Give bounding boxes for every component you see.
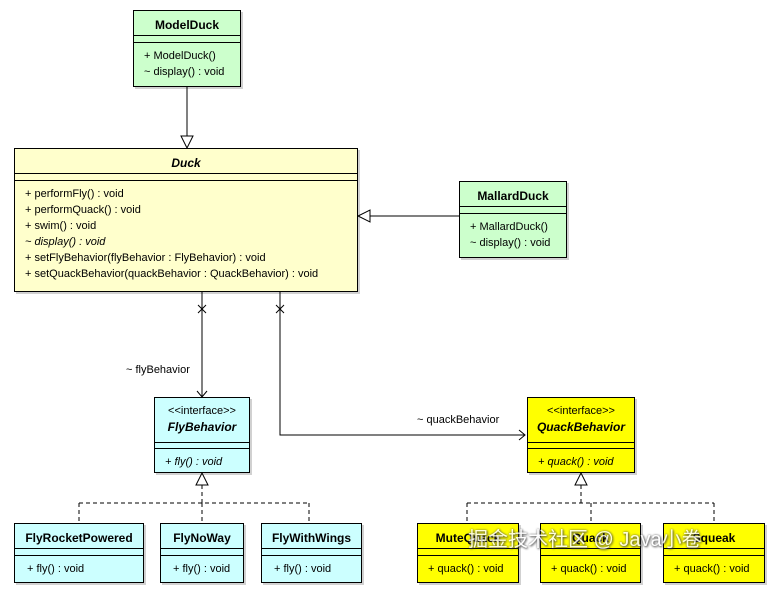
quack-class[interactable]: Quack + quack() : void (540, 523, 641, 583)
modelduck-class[interactable]: ModelDuck + ModelDuck() ~ display() : vo… (133, 10, 241, 87)
flybehavior-interface-name: FlyBehavior (167, 420, 237, 434)
operation: + quack() : void (428, 563, 504, 575)
flywithwings-class-name: FlyWithWings (271, 531, 352, 545)
operation: + swim() : void (25, 220, 97, 232)
interface-stereotype: <<interface>> (168, 405, 236, 417)
flybehavior-interface[interactable]: <<interface>> FlyBehavior + fly() : void (154, 397, 250, 473)
duck-class-name: Duck (171, 156, 201, 170)
flybehavior-realization-arrowhead (195, 471, 209, 486)
mutequack-class[interactable]: MuteQuack + quack() : void (417, 523, 519, 583)
operation: + fly() : void (173, 563, 231, 575)
mutequack-class-name: MuteQuack (435, 531, 501, 545)
operation: + ModelDuck() (144, 50, 216, 62)
quack-class-name: Quack (572, 531, 609, 545)
modelduck-class-name: ModelDuck (154, 18, 219, 32)
flynoway-class[interactable]: FlyNoWay + fly() : void (160, 523, 244, 583)
operation: ~ display() : void (144, 66, 225, 78)
mallardduck-class-name: MallardDuck (477, 189, 549, 203)
flyrocketpowered-class-name: FlyRocketPowered (25, 531, 133, 545)
operation: + performFly() : void (25, 188, 124, 200)
quackbehavior-realization-arrowhead (574, 471, 588, 486)
operation: + quack() : void (551, 563, 627, 575)
quack-operations: + quack() : void (541, 555, 640, 577)
abstract-operation: + quack() : void (538, 456, 614, 468)
flyrocketpowered-class[interactable]: FlyRocketPowered + fly() : void (14, 523, 144, 583)
operation: ~ display() : void (470, 237, 551, 249)
mallardduck-operations: + MallardDuck() ~ display() : void (460, 213, 566, 251)
flywithwings-class[interactable]: FlyWithWings + fly() : void (261, 523, 362, 583)
mallardduck-generalization-arrowhead (356, 209, 371, 223)
quackbehavior-arrowhead (518, 429, 526, 441)
operation: + setQuackBehavior(quackBehavior : Quack… (25, 268, 319, 280)
quackbehavior-operations: + quack() : void (528, 448, 634, 470)
flywithwings-operations: + fly() : void (262, 555, 361, 577)
flyrocketpowered-operations: + fly() : void (15, 555, 143, 577)
quackbehavior-interface[interactable]: <<interface>> QuackBehavior + quack() : … (527, 397, 635, 473)
duck-class[interactable]: Duck + performFly() : void + performQuac… (14, 148, 358, 292)
squeak-class-name: Squeak (692, 531, 736, 545)
modelduck-generalization-arrowhead (180, 135, 194, 150)
quackbehavior-association-line (279, 292, 525, 436)
squeak-class[interactable]: Squeak + quack() : void (663, 523, 765, 583)
operation: + MallardDuck() (470, 221, 548, 233)
flynoway-operations: + fly() : void (161, 555, 243, 577)
duck-operations: + performFly() : void + performQuack() :… (15, 180, 357, 282)
interface-stereotype: <<interface>> (547, 405, 615, 417)
operation: + performQuack() : void (25, 204, 141, 216)
abstract-operation: ~ display() : void (25, 236, 106, 248)
quackbehavior-role-label: ~ quackBehavior (417, 414, 500, 426)
operation: + quack() : void (674, 563, 750, 575)
flybehavior-operations: + fly() : void (155, 448, 249, 470)
watermark: 掘金技术社区 @ Java小卷 (468, 529, 702, 551)
quackbehavior-interface-name: QuackBehavior (536, 420, 626, 434)
mallardduck-class[interactable]: MallardDuck + MallardDuck() ~ display() … (459, 181, 567, 258)
flynoway-class-name: FlyNoWay (173, 531, 231, 545)
operation: + setFlyBehavior(flyBehavior : FlyBehavi… (25, 252, 266, 264)
modelduck-operations: + ModelDuck() ~ display() : void (134, 42, 240, 80)
flybehavior-role-label: ~ flyBehavior (126, 364, 190, 376)
mutequack-operations: + quack() : void (418, 555, 518, 577)
operation: + fly() : void (27, 563, 85, 575)
squeak-operations: + quack() : void (664, 555, 764, 577)
abstract-operation: + fly() : void (165, 456, 223, 468)
operation: + fly() : void (274, 563, 332, 575)
